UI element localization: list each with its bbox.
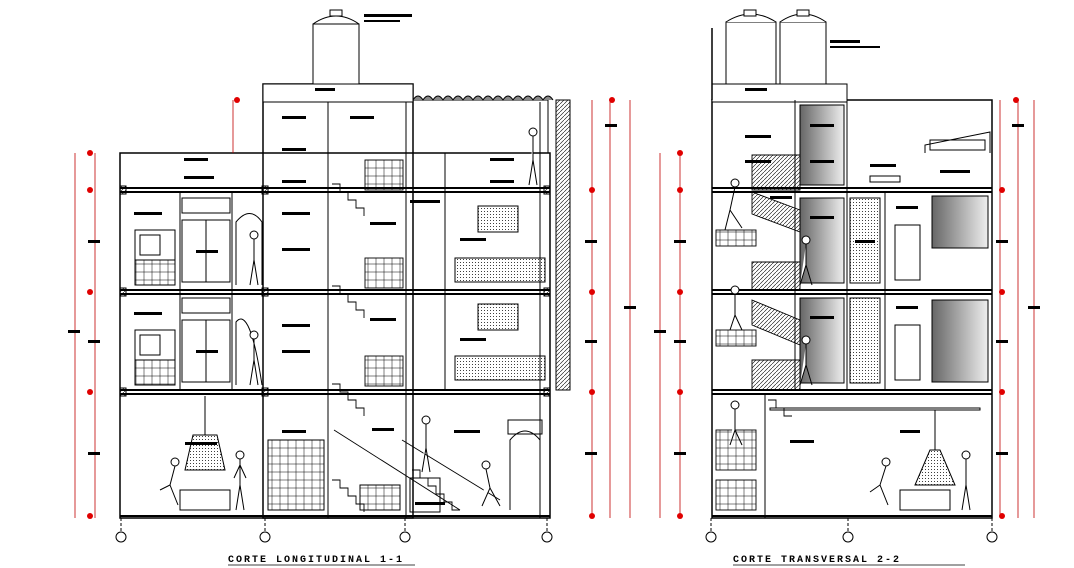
dim-labels-right (654, 124, 1040, 455)
level-markers-right (677, 97, 1019, 519)
people-left (159, 127, 538, 511)
dimensions-left (74, 100, 631, 518)
section-title-transversal: CORTE TRANSVERSAL 2-2 (733, 555, 901, 566)
shaded-panels (799, 104, 989, 384)
columns-left (119, 185, 551, 397)
living-room-left (454, 205, 546, 381)
section-transversal (711, 9, 993, 519)
building-outline-right (711, 99, 993, 519)
section-title-longitudinal: CORTE LONGITUDINAL 1-1 (228, 555, 404, 566)
dimensions-right (659, 100, 1035, 518)
stairs-transversal (715, 154, 801, 511)
dim-labels-left (68, 124, 636, 455)
facade-cladding (555, 99, 571, 391)
text-annotations-right (745, 40, 970, 443)
ground-floor-left (179, 396, 441, 513)
roof-pergola (412, 95, 554, 154)
text-annotations-left (134, 14, 514, 505)
axis-markers-left (115, 518, 553, 543)
axis-markers-right (705, 518, 998, 543)
arched-doors-left (235, 213, 543, 510)
floor-slabs-left (120, 187, 550, 517)
water-tanks-right (725, 9, 827, 85)
people-right (724, 178, 971, 511)
water-tank-left (312, 9, 360, 85)
level-markers-left (87, 97, 615, 519)
kitchen-units-left (134, 197, 231, 386)
walls-left (179, 102, 541, 518)
stairs-longitudinal (332, 159, 501, 512)
section-longitudinal (119, 9, 571, 519)
roof-box-right (711, 83, 848, 103)
tower-roof (262, 83, 414, 103)
